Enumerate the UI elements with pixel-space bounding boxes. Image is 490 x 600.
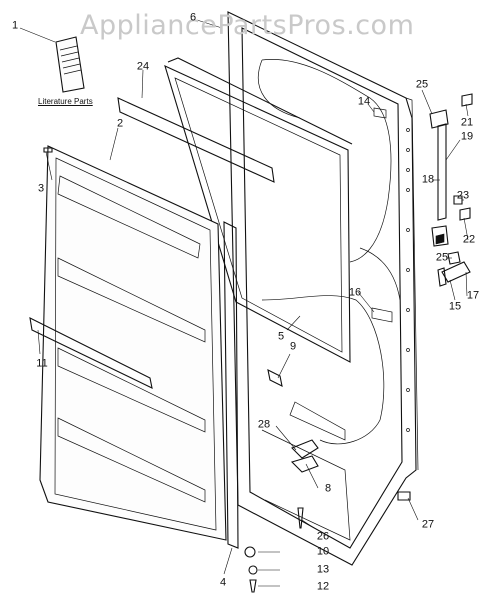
washer-13 <box>248 565 258 575</box>
leader-lines <box>19 19 469 587</box>
callout-3: 3 <box>37 182 45 195</box>
callout-27: 27 <box>421 518 435 531</box>
breaker-strip <box>117 97 275 183</box>
hinge-assembly <box>429 93 473 287</box>
callout-24: 24 <box>136 60 150 73</box>
callout-10: 10 <box>316 545 330 558</box>
callout-28: 28 <box>257 418 271 431</box>
callout-12: 12 <box>316 580 330 593</box>
door-liner <box>39 145 227 541</box>
callout-26: 26 <box>316 530 330 543</box>
pin-12 <box>249 579 257 593</box>
literature-parts-label: Literature Parts <box>38 97 93 106</box>
callout-21: 21 <box>460 116 474 129</box>
callout-25-top: 25 <box>415 78 429 91</box>
callout-22: 22 <box>462 233 476 246</box>
watermark-text: AppliancePartsPros.com <box>80 10 415 41</box>
callout-17: 17 <box>466 289 480 302</box>
literature-packet <box>55 36 85 93</box>
door-stop <box>43 147 53 153</box>
bracket-14 <box>373 107 387 119</box>
callout-5: 5 <box>277 330 285 343</box>
door-shelf-bar <box>29 317 153 389</box>
callout-14: 14 <box>357 95 371 108</box>
vertical-trim-strip <box>223 221 239 549</box>
cabinet-frame <box>227 11 419 566</box>
callout-19: 19 <box>460 130 474 143</box>
retainer-10 <box>244 546 256 558</box>
callout-2: 2 <box>116 117 124 130</box>
callout-9: 9 <box>289 340 297 353</box>
leveler-27 <box>397 491 411 501</box>
hinge-16 <box>371 307 393 323</box>
callout-15: 15 <box>448 300 462 313</box>
callout-18: 18 <box>421 173 435 186</box>
cam-8 <box>290 455 319 473</box>
bracket-9 <box>267 369 283 387</box>
callout-25-bottom: 25 <box>435 251 449 264</box>
callout-11: 11 <box>36 357 48 370</box>
screw-26 <box>297 507 304 529</box>
cam-28 <box>291 439 319 459</box>
callout-13: 13 <box>316 563 330 576</box>
callout-16: 16 <box>348 286 362 299</box>
callout-23: 23 <box>456 189 470 202</box>
callout-4: 4 <box>219 576 227 589</box>
callout-6: 6 <box>189 11 197 24</box>
callout-1: 1 <box>11 19 19 32</box>
callout-8: 8 <box>324 482 332 495</box>
